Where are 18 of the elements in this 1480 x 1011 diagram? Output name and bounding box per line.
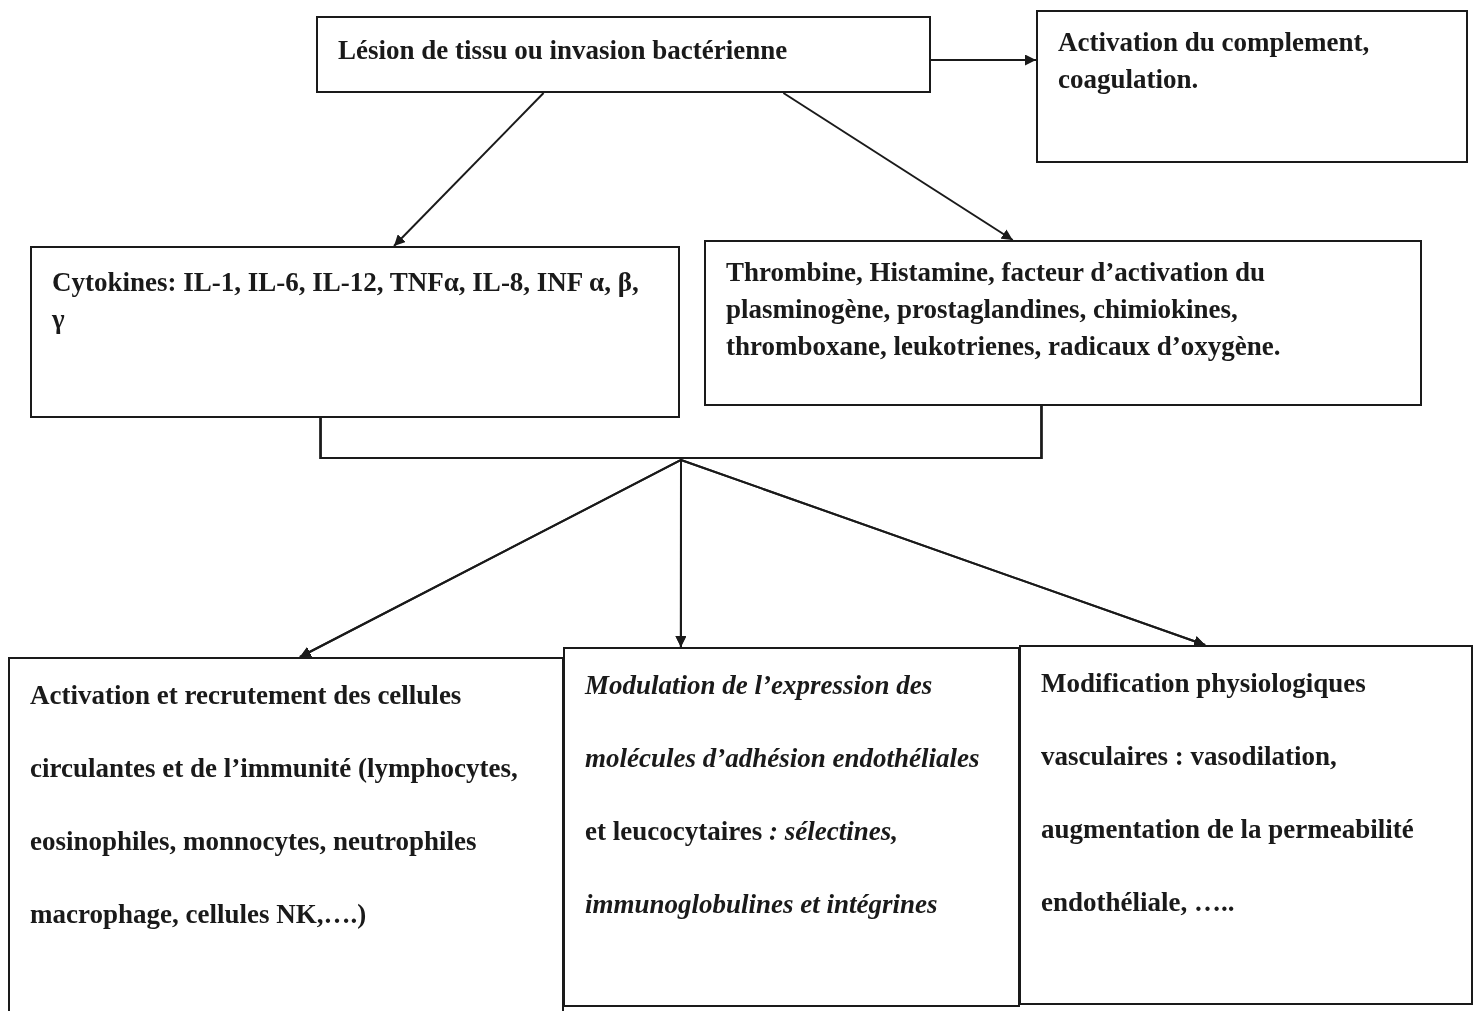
box-text: Modulation de l’expression des molécules d’adhésion endothéliales et leucocytaires : sélectines, immunoglobulines et intégrines [585,669,981,921]
box-text: Activation et recrutement des cellules circulantes et de l’immunité (lymphocytes, eosinophiles, monnocytes, neutrophiles macrophage, cellules NK,….) [30,679,519,931]
box-text: Activation du complement, coagulation. [1058,26,1371,96]
arrow [680,405,1207,647]
box-text: Modification physiologiques vasculaires : vasodilation, augmentation de la permeabilité endothéliale, ….. [1041,667,1415,919]
arrow [782,92,1014,241]
box-text: Cytokines: IL-1, IL-6, IL-12, TNFα, IL-8, INF α, β, γ [52,266,640,336]
process-box [30,246,680,418]
process-box [1036,10,1468,163]
box-text: Thrombine, Histamine, facteur d’activation du plasminogène, prostaglandines, chimiokines, thromboxane, leukotrienes, radicaux d’oxygène. [726,256,1282,363]
process-box [704,240,1422,406]
box-text: Lésion de tissu ou invasion bactérienne [338,34,789,67]
process-box [316,16,931,93]
process-box [8,657,564,1011]
process-box [563,647,1020,1007]
arrow [930,54,1037,66]
process-box [1019,645,1473,1005]
arrow [393,92,545,247]
